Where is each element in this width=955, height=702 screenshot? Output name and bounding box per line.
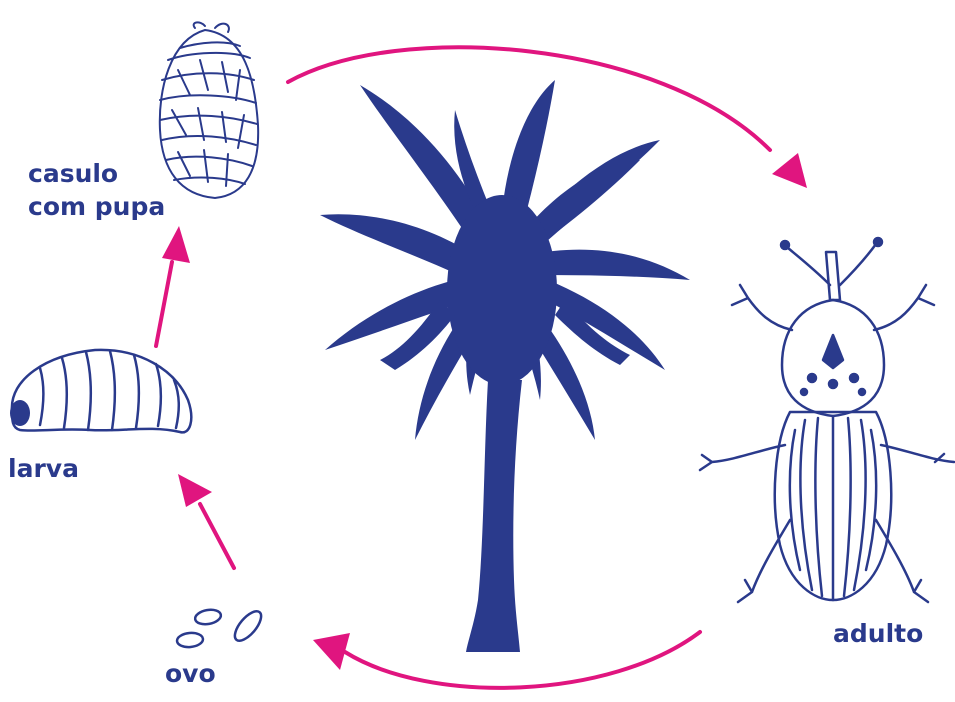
arrowhead-icon: [772, 153, 807, 188]
label-adulto: adulto: [833, 617, 923, 650]
cocoon-icon: [160, 22, 258, 198]
arrowhead-icon: [178, 474, 212, 507]
arrow-ovo-to-larva-icon: [200, 504, 234, 568]
label-casulo-com-pupa: casulo com pupa: [28, 157, 165, 223]
palm-tree-icon: [320, 80, 690, 652]
arrow-larva-to-casulo-icon: [156, 262, 172, 346]
eggs-icon: [176, 607, 265, 648]
label-casulo-line2: com pupa: [28, 190, 165, 223]
label-casulo-line1: casulo: [28, 157, 165, 190]
arrow-adulto-to-ovo-icon: [345, 632, 700, 688]
arrowhead-icon: [313, 633, 350, 670]
label-ovo: ovo: [165, 657, 216, 690]
larva-icon: [10, 350, 191, 433]
label-larva: larva: [8, 452, 79, 485]
arrowhead-icon: [162, 226, 190, 263]
weevil-beetle-icon: [700, 238, 954, 602]
